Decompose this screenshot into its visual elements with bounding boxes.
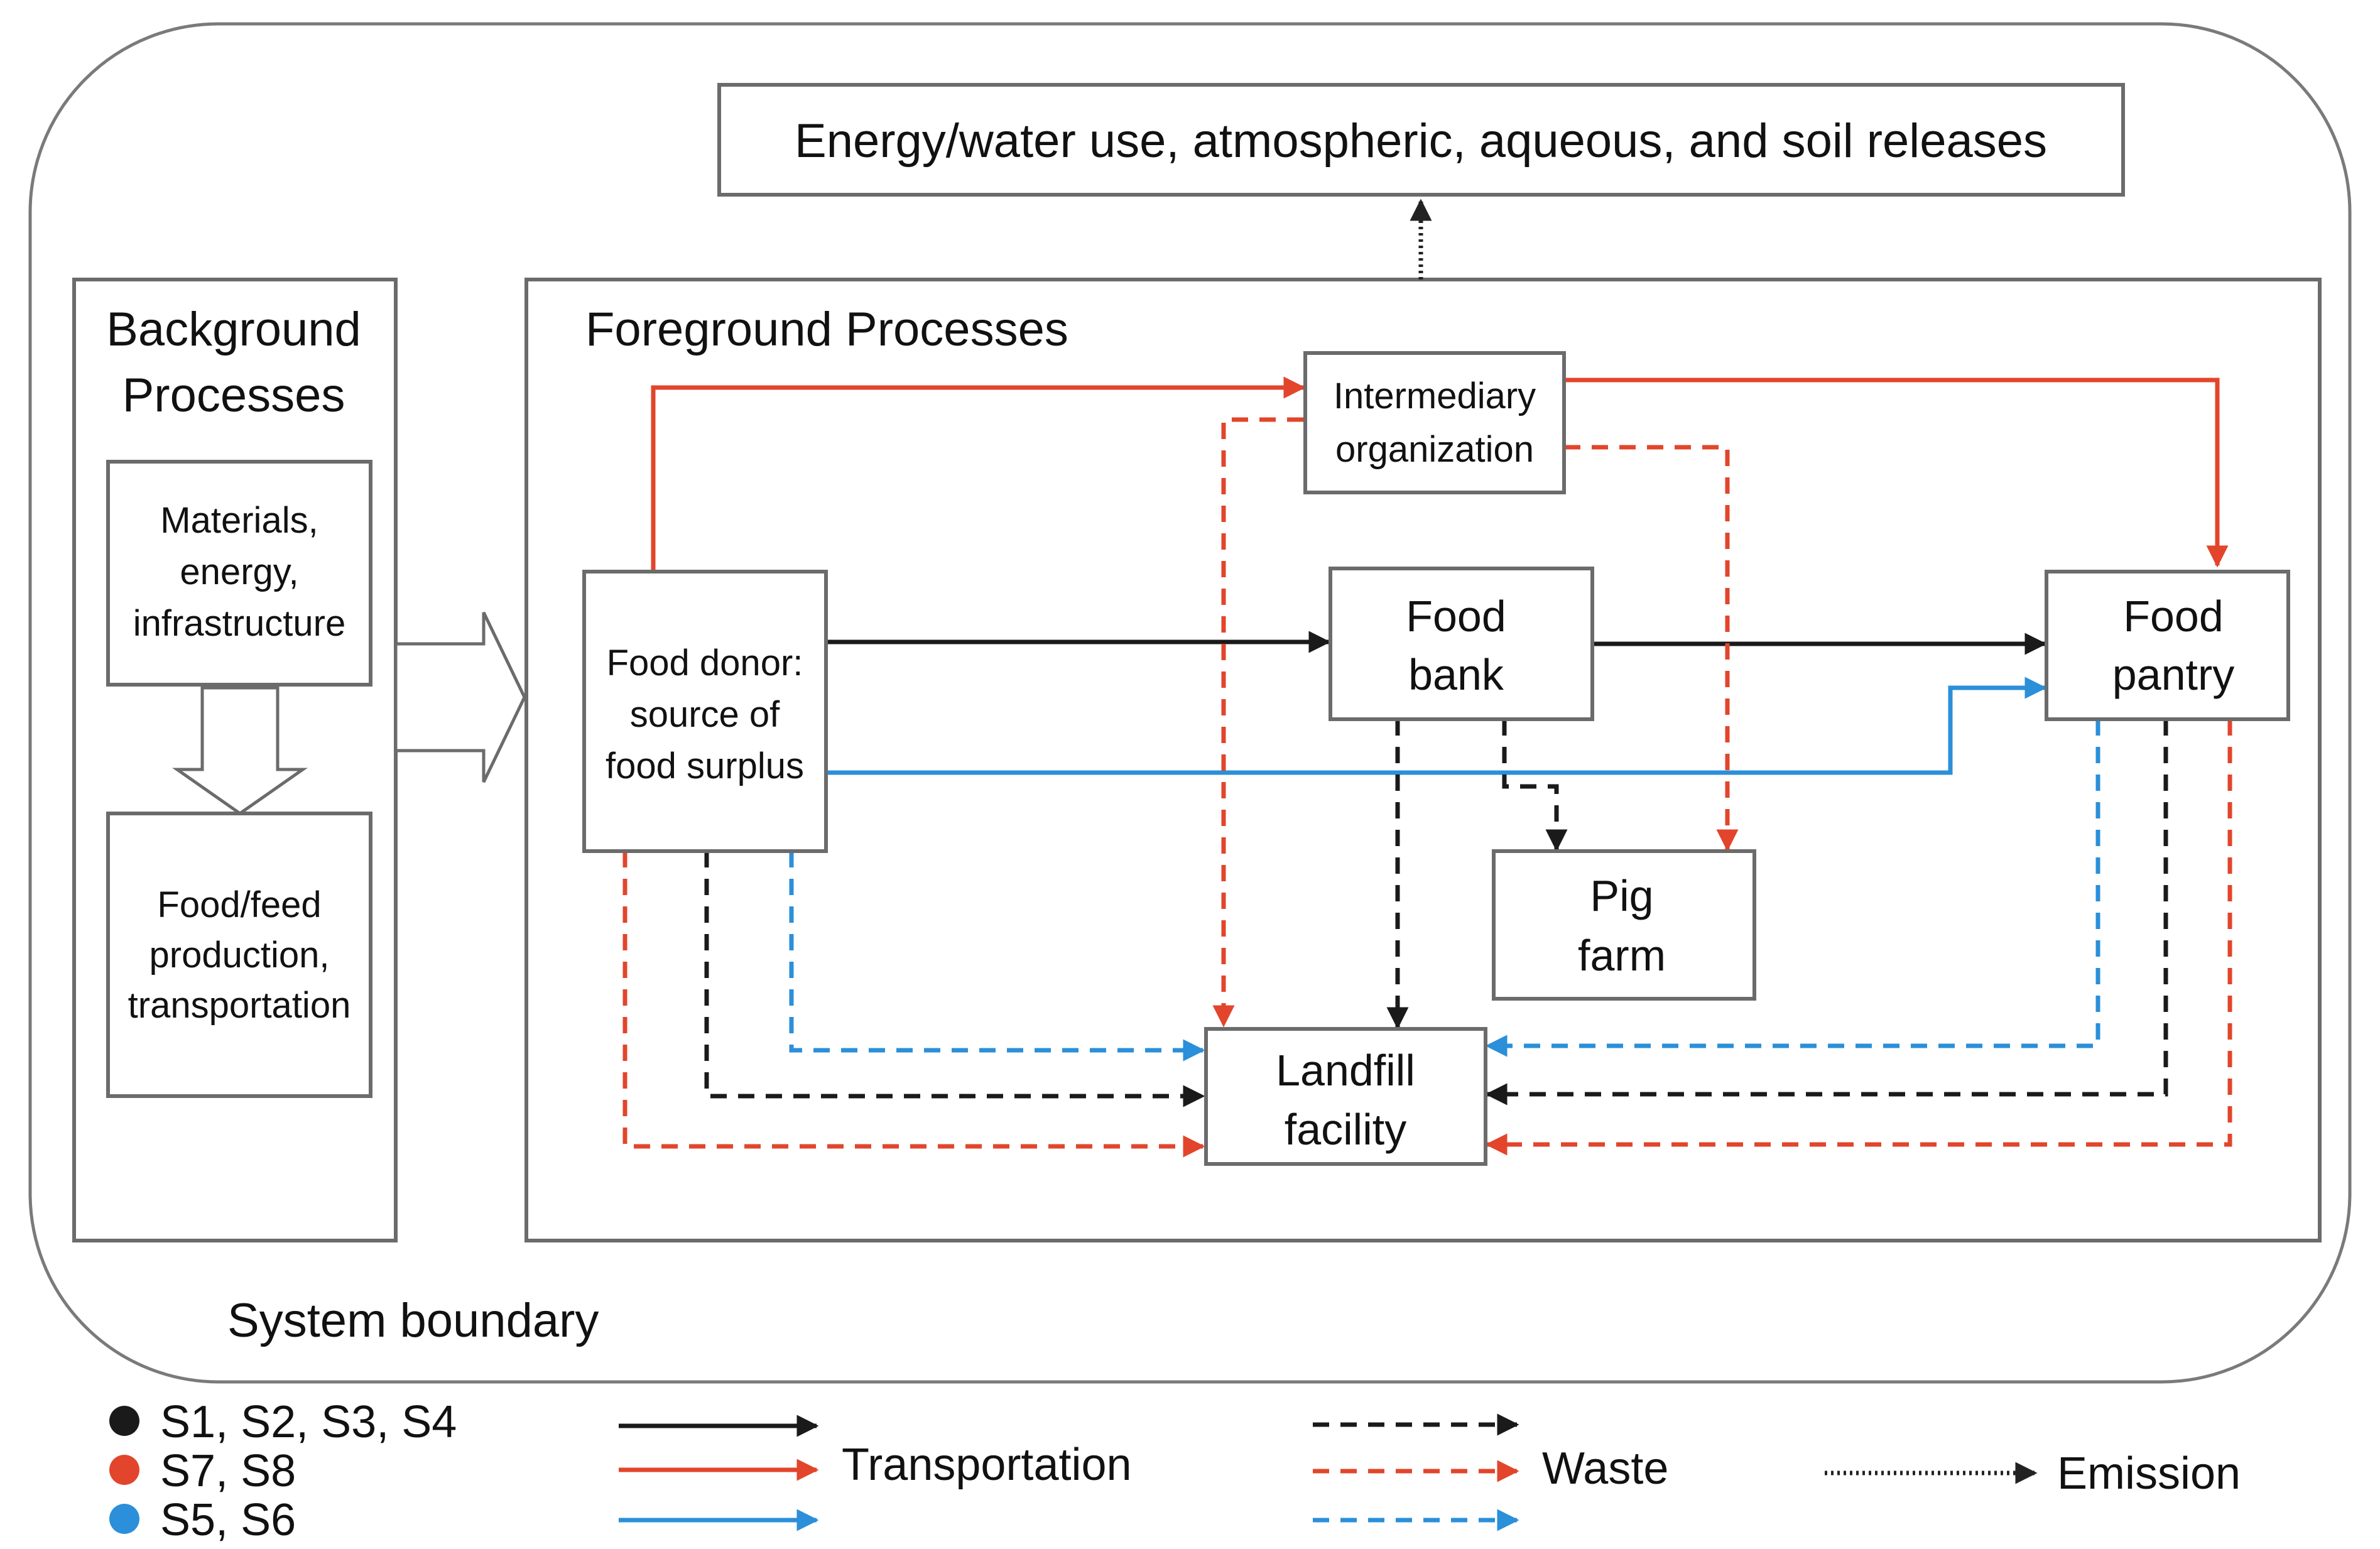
pig-farm-box — [1492, 849, 1756, 1001]
down-block-arrow-icon — [172, 686, 308, 816]
legend-dot-black-icon — [109, 1406, 139, 1436]
legend: S1, S2, S3, S4 S7, S8 S5, S6 Transportat… — [109, 1397, 2241, 1545]
foreground-title: Foreground Processes — [585, 303, 1068, 356]
donor-to-pantry-blue-arrow — [826, 677, 2047, 775]
background-processes-frame — [72, 278, 398, 1242]
bank-to-pigfarm-black-waste — [1502, 719, 1568, 852]
food-bank-box — [1329, 567, 1594, 721]
food-donor-line3: food surplus — [606, 746, 804, 786]
legend-transportation-label: Transportation — [842, 1440, 1132, 1490]
production-line2: production, — [149, 935, 330, 976]
production-line3: transportation — [128, 985, 351, 1026]
landfill-line2: facility — [1285, 1105, 1406, 1154]
background-title-line1: Background — [106, 303, 361, 356]
system-boundary — [28, 22, 2352, 1384]
donor-to-landfill-black-waste — [704, 851, 1205, 1107]
food-pantry-line1: Food — [2123, 592, 2224, 641]
legend-dot-blue-icon — [109, 1504, 139, 1534]
legend-scenario-blue: S5, S6 — [160, 1495, 296, 1545]
system-boundary-label: System boundary — [227, 1294, 599, 1347]
legend-dot-red-icon — [109, 1455, 139, 1485]
intermediary-to-landfill-red-waste — [1212, 417, 1303, 1028]
emissions-box — [717, 83, 2125, 197]
food-donor-box — [582, 570, 828, 853]
materials-line2: energy, — [180, 552, 298, 592]
food-donor-line2: source of — [630, 694, 780, 735]
legend-waste-label: Waste — [1542, 1443, 1668, 1494]
landfill-facility-box — [1204, 1027, 1487, 1166]
materials-line3: infrastructure — [133, 603, 345, 644]
pig-farm-line1: Pig — [1590, 871, 1653, 920]
landfill-line1: Landfill — [1276, 1046, 1415, 1095]
intermediary-line1: Intermediary — [1334, 376, 1536, 416]
donor-to-landfill-red-waste — [622, 851, 1205, 1158]
food-pantry-box — [2045, 570, 2290, 721]
intermediary-line2: organization — [1335, 429, 1534, 470]
donor-to-landfill-blue-waste — [789, 851, 1205, 1062]
donor-to-intermediary-red-arrow — [651, 376, 1306, 572]
food-donor-line1: Food donor: — [607, 643, 803, 683]
legend-scenario-red: S7, S8 — [160, 1446, 296, 1496]
pig-farm-line2: farm — [1578, 931, 1666, 980]
background-title-line2: Processes — [122, 369, 345, 422]
pantry-to-landfill-blue-waste — [1485, 719, 2100, 1057]
legend-emission-label: Emission — [2057, 1448, 2241, 1499]
food-bank-line2: bank — [1408, 650, 1504, 699]
production-line1: Food/feed — [157, 884, 321, 925]
materials-line1: Materials, — [160, 500, 318, 541]
pantry-to-landfill-black-waste — [1485, 719, 2168, 1106]
materials-energy-box — [106, 460, 372, 687]
food-feed-production-box — [106, 812, 372, 1098]
pantry-to-landfill-red-waste — [1485, 719, 2232, 1156]
food-bank-line1: Food — [1406, 592, 1506, 641]
intermediary-organization-box — [1303, 351, 1566, 494]
food-pantry-line2: pantry — [2112, 650, 2235, 699]
emissions-label: Energy/water use, atmospheric, aqueous, … — [795, 114, 2047, 168]
legend-scenario-black: S1, S2, S3, S4 — [160, 1397, 457, 1447]
intermediary-to-pantry-red-arrow — [1564, 378, 2229, 568]
right-block-arrow-icon — [394, 611, 526, 783]
